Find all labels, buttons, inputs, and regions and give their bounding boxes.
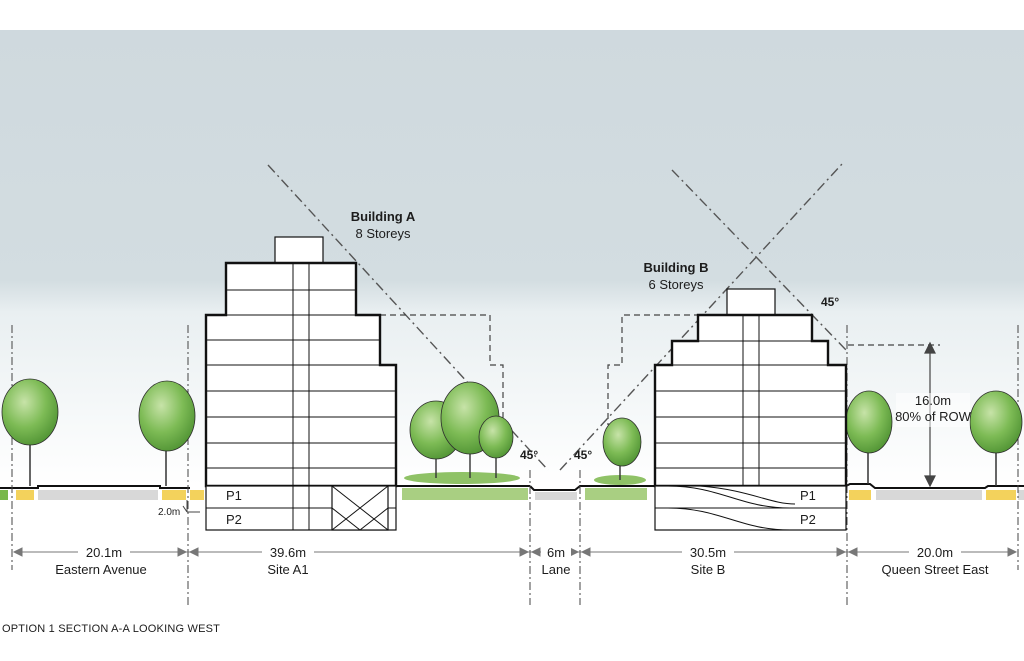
angle-label-c: 45° [821,295,839,309]
envelope-outlines [380,314,940,425]
width-name-lane: Lane [542,562,571,577]
angle-label-b: 45° [574,448,592,462]
trees [1,378,1023,486]
ground [0,483,1024,491]
street-surfaces [0,488,1024,500]
tree [845,390,893,484]
building-b-p2-label: P2 [800,512,816,527]
width-name-site-a1: Site A1 [267,562,308,577]
small-dimension-mark [182,500,200,513]
small-dimension-label: 2.0m [158,507,180,518]
width-name-site-b: Site B [691,562,726,577]
tree [594,417,646,485]
angle-label-a: 45° [520,448,538,462]
width-dimension-line [12,547,1018,557]
height-dimension-note: 80% of ROW [895,409,972,424]
width-name-queen-street-east: Queen Street East [882,562,989,577]
building-b-name: Building B [644,260,709,275]
building-b [653,288,848,531]
building-a [204,236,398,531]
height-dimension-value: 16.0m [915,393,951,408]
tree [138,380,196,486]
width-value-lane: 6m [547,545,565,560]
building-a-p2-label: P2 [226,512,242,527]
tree [1,378,59,486]
width-value-site-b: 30.5m [690,545,726,560]
section-caption: OPTION 1 SECTION A-A LOOKING WEST [2,623,220,635]
building-b-p1-label: P1 [800,488,816,503]
width-value-eastern-avenue: 20.1m [86,545,122,560]
building-a-p1-label: P1 [226,488,242,503]
building-a-name: Building A [351,209,416,224]
tree-group [404,381,520,484]
width-name-eastern-avenue: Eastern Avenue [55,562,147,577]
building-a-storeys: 8 Storeys [356,226,411,241]
width-value-queen-street-east: 20.0m [917,545,953,560]
width-value-site-a1: 39.6m [270,545,306,560]
building-b-storeys: 6 Storeys [649,277,704,292]
